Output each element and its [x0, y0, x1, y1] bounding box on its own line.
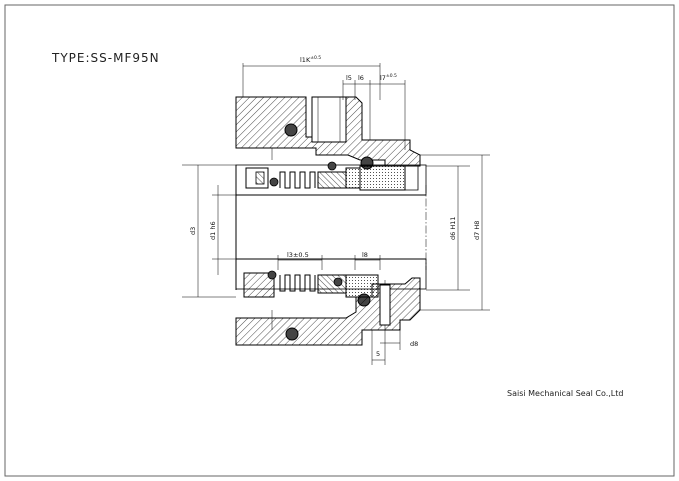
upper-rotating-unit	[235, 161, 427, 196]
dim-d1: d1 h6	[209, 221, 217, 240]
dim-d8: d8	[410, 340, 418, 348]
dim-l6: l6	[358, 74, 364, 82]
dim-l8: l8	[362, 251, 368, 259]
drawing-title: TYPE:SS-MF95N	[51, 51, 160, 65]
dim-d3: d3	[189, 227, 197, 235]
drawing-border	[4, 4, 675, 477]
dimension-lines	[182, 63, 490, 365]
dim-d7: d7 H8	[473, 221, 481, 240]
dim-l5: l5	[346, 74, 352, 82]
company-name: Saisi Mechanical Seal Co.,Ltd	[507, 389, 623, 398]
dim-five: 5	[376, 350, 380, 358]
lower-gland	[235, 148, 421, 346]
dim-d6: d6 H11	[449, 217, 457, 241]
dim-l7: l7±0.5	[380, 73, 397, 82]
upper-gland	[235, 96, 421, 170]
dim-l3: l3±0.5	[287, 251, 309, 259]
dim-l1k: l1K±0.5	[300, 55, 321, 64]
